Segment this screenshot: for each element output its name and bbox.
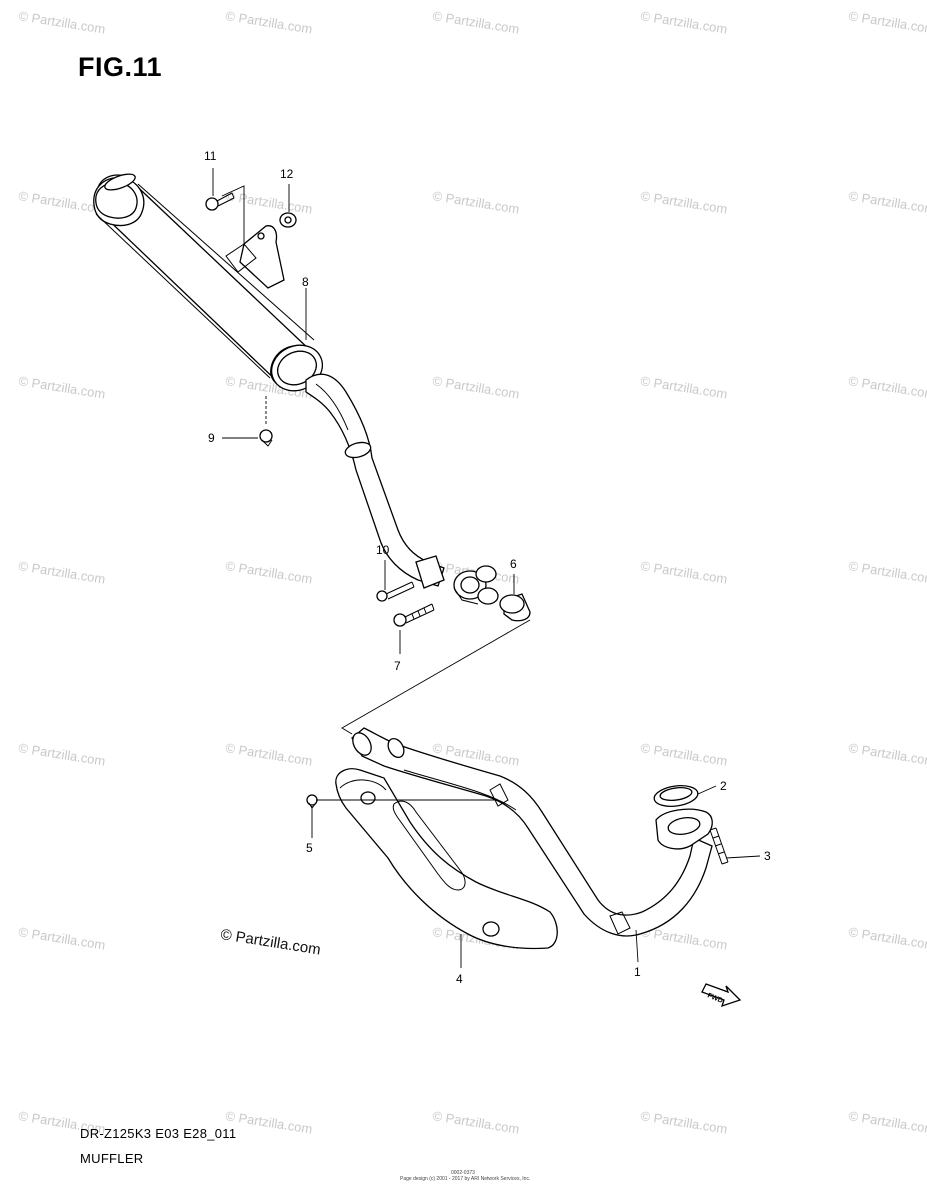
callout-2: 2 (720, 779, 727, 793)
fwd-arrow-icon: FWD (701, 983, 742, 1008)
watermark: © Partzilla.com (640, 558, 729, 587)
gasket-part-6[interactable] (499, 593, 531, 622)
callout-9: 9 (208, 431, 215, 445)
watermark: © Partzilla.com (18, 188, 107, 217)
callout-numbers: 1 2 3 4 5 6 7 8 9 10 11 12 (204, 149, 771, 986)
bolt-part-9[interactable] (259, 429, 273, 447)
small-copyright: Page design (c) 2001 - 2017 by ARI Netwo… (400, 1176, 531, 1182)
callout-12: 12 (280, 167, 294, 181)
callout-7: 7 (394, 659, 401, 673)
leader-lines (212, 168, 761, 968)
watermark: © Partzilla.com (848, 558, 927, 587)
watermark: © Partzilla.com (640, 1108, 729, 1137)
watermark: © Partzilla.com (432, 8, 521, 37)
callout-10: 10 (376, 543, 390, 557)
watermark: © Partzilla.com (848, 373, 927, 402)
figure-code: DR-Z125K3 E03 E28_011 (80, 1126, 237, 1141)
muffler-part-8[interactable] (93, 171, 445, 587)
watermark: © Partzilla.com (848, 188, 927, 217)
callout-6: 6 (510, 557, 517, 571)
watermark: © Partzilla.com (640, 373, 729, 402)
watermark: © Partzilla.com (18, 558, 107, 587)
bolt-part-7[interactable] (393, 603, 435, 627)
watermark: © Partzilla.com (18, 924, 107, 953)
small-code: 0002-0373 (451, 1170, 475, 1176)
watermark: © Partzilla.com (225, 8, 314, 37)
watermark: © Partzilla.com (18, 8, 107, 37)
heat-shield-part-4[interactable] (335, 768, 558, 950)
pipe-clamp[interactable] (415, 555, 499, 605)
bolt-part-11[interactable] (205, 192, 235, 211)
watermark: © Partzilla.com (432, 373, 521, 402)
callout-1: 1 (634, 965, 641, 979)
exhaust-pipe-part-1[interactable] (349, 727, 713, 937)
callout-4: 4 (456, 972, 463, 986)
gasket-part-2[interactable] (653, 783, 699, 809)
bolt-part-10[interactable] (376, 581, 415, 602)
stud-part-3[interactable] (709, 827, 729, 865)
watermark: © Partzilla.com (848, 740, 927, 769)
watermark: © Partzilla.com (848, 8, 927, 37)
watermark: © Partzilla.com (432, 188, 521, 217)
watermark: © Partzilla.com (225, 1108, 314, 1137)
watermark: © Partzilla.com (848, 924, 927, 953)
watermark: © Partzilla.com (848, 1108, 927, 1137)
watermark: © Partzilla.com (640, 8, 729, 37)
figure-title: FIG.11 (78, 52, 163, 82)
watermark: © Partzilla.com (18, 740, 107, 769)
callout-3: 3 (764, 849, 771, 863)
watermark: © Partzilla.com (640, 188, 729, 217)
callout-8: 8 (302, 275, 309, 289)
watermark: © Partzilla.com (432, 1108, 521, 1137)
watermark: © Partzilla.com (18, 373, 107, 402)
watermark: © Partzilla.com (225, 188, 314, 217)
washer-part-12[interactable] (279, 212, 297, 228)
callout-11: 11 (204, 149, 217, 163)
watermark: © Partzilla.com (225, 558, 314, 587)
callout-5: 5 (306, 841, 313, 855)
watermark: © Partzilla.com (640, 740, 729, 769)
watermark: © Partzilla.com (225, 740, 314, 769)
figure-name: MUFFLER (80, 1151, 144, 1166)
